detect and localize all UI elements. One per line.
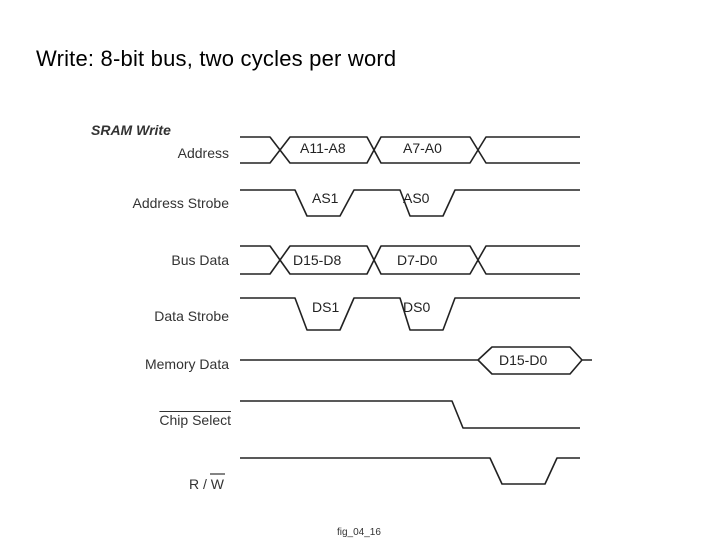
memory-data-waveform — [240, 346, 592, 375]
figure-caption: fig_04_16 — [337, 527, 381, 538]
data-strobe-waveform — [240, 297, 580, 331]
chip-select-waveform — [240, 400, 580, 429]
data-strobe-value-0: DS0 — [403, 299, 430, 315]
bus-data-waveform — [240, 245, 580, 275]
memory-data-value: D15-D0 — [499, 352, 547, 368]
signal-label-rw: R / W — [189, 476, 224, 492]
address-strobe-value-0: AS0 — [403, 190, 430, 206]
bus-data-value-high: D15-D8 — [293, 252, 341, 268]
address-strobe-value-1: AS1 — [312, 190, 339, 206]
bus-data-value-low: D7-D0 — [397, 252, 438, 268]
signal-label-chip-select: Chip Select — [159, 412, 231, 428]
rw-label-text: R / W — [189, 476, 224, 492]
signal-label-address-strobe: Address Strobe — [132, 195, 230, 211]
signal-label-bus-data: Bus Data — [171, 252, 229, 268]
signal-label-data-strobe: Data Strobe — [154, 308, 229, 324]
address-waveform — [240, 136, 580, 164]
address-value-high: A11-A8 — [300, 140, 346, 156]
address-strobe-waveform — [240, 189, 580, 217]
rw-waveform — [240, 457, 580, 485]
data-strobe-value-1: DS1 — [312, 299, 339, 315]
diagram-title: SRAM Write — [91, 122, 171, 138]
signal-label-memory-data: Memory Data — [144, 356, 229, 372]
address-value-low: A7-A0 — [403, 140, 442, 156]
signal-label-address: Address — [177, 145, 229, 161]
slide-title: Write: 8-bit bus, two cycles per word — [36, 46, 397, 71]
